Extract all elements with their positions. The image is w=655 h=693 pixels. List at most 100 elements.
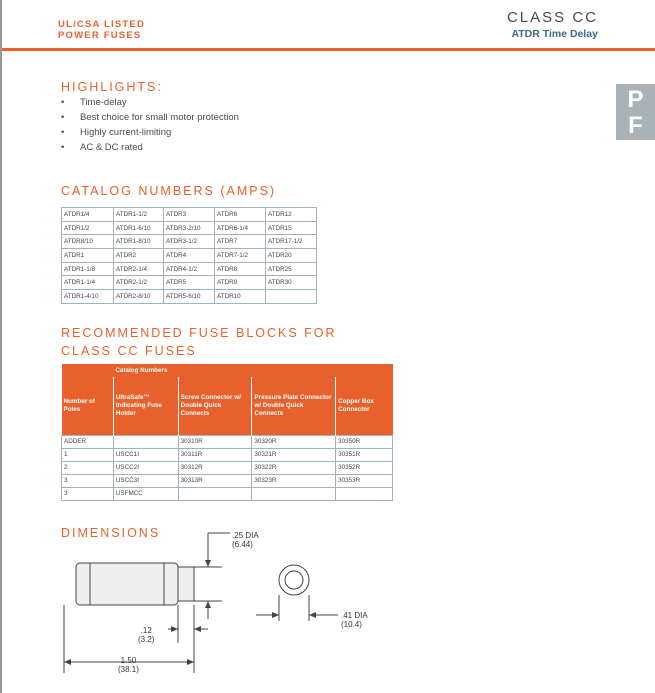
table-cell: ATDR1-1/8 [61, 261, 114, 277]
table-cell: ATDR7 [214, 234, 266, 250]
table-cell [112, 434, 179, 449]
highlight-text: Highly current-limiting [80, 127, 172, 138]
catalog-numbers-group-header: Catalog Numbers [113, 364, 393, 377]
table-cell: USFMCC [112, 486, 179, 501]
dim-cap-length-mm: (3.2) [138, 635, 155, 644]
table-cell: 30313R [177, 473, 253, 488]
table-cell: ATDR2-1/2 [113, 275, 164, 291]
fuse-blocks-title-line2: CLASS CC FUSES [61, 344, 197, 358]
table-cell: ATDR2-8/10 [113, 289, 164, 304]
table-group-header-row: Catalog Numbers [61, 364, 393, 377]
header-left: UL/CSA LISTED POWER FUSES [58, 19, 145, 41]
dim-overall-length-mm: (38.1) [118, 665, 139, 674]
bullet-icon: • [61, 127, 65, 138]
table-cell: ATDR25 [265, 261, 317, 277]
table-cell: 30352R [335, 460, 393, 475]
table-cell: 30323R [251, 473, 337, 488]
table-cell: ATDR2 [113, 248, 164, 263]
table-cell: ATDR1/4 [61, 207, 114, 222]
dim-cap-length-in: .12 [140, 626, 152, 635]
highlights-title: HIGHLIGHTS: [61, 80, 163, 94]
dim-arrow [272, 612, 279, 618]
fuse-dimension-drawing [63, 532, 338, 673]
table-cell: 30350R [335, 434, 393, 449]
table-cell: 30310R [177, 434, 253, 449]
table-cell: ATDR1 [61, 248, 114, 263]
table-cell: ATDR6-1/4 [214, 220, 266, 236]
table-cell: ATDR1-4/10 [61, 289, 114, 304]
dim-small-diameter-mm: (6.44) [232, 540, 253, 549]
table-cell: ATDR1-6/10 [113, 220, 164, 236]
catalog-title: CATALOG NUMBERS (AMPS) [61, 184, 277, 198]
bullet-icon: • [61, 97, 65, 108]
dim-arrow [171, 626, 178, 632]
fuse-body [75, 562, 179, 606]
dim-small-diameter: .25 DIA (6.44) [232, 531, 259, 549]
page-left-edge [0, 0, 2, 693]
fuse-blocks-title-line1: RECOMMENDED FUSE BLOCKS FOR [61, 326, 337, 340]
table-cell: ATDR17-1/2 [265, 234, 317, 250]
dim-large-diameter-mm: (10.4) [341, 620, 362, 629]
table-cell: ATDR4-1/2 [163, 261, 215, 277]
fuse-end-view-outer [278, 564, 310, 596]
table-cell: 30312R [177, 460, 253, 475]
dim-small-diameter-in: .25 DIA [232, 531, 259, 540]
table-cell: ATDR1-1/4 [61, 275, 114, 291]
table-cell: 30311R [177, 447, 253, 462]
highlight-item: •Best choice for small motor protection [61, 112, 261, 123]
table-cell: ATDR10 [214, 289, 266, 304]
section-tab-letter-2: F [628, 112, 643, 139]
highlight-item: • Highly current-limiting [61, 127, 261, 138]
dim-large-diameter-in: .41 DIA [341, 611, 368, 620]
table-cell: ATDR3 [163, 207, 215, 222]
table-cell: 30320R [251, 434, 337, 449]
dim-arrow [309, 612, 316, 618]
highlight-item: • Time-delay [61, 97, 261, 108]
highlights-list: • Time-delay •Best choice for small motor… [61, 97, 261, 157]
table-cell: ATDR7-1/2 [214, 248, 266, 263]
dimensions-title: DIMENSIONS [61, 526, 161, 540]
section-tab-pf[interactable]: P F [616, 84, 655, 140]
highlight-text: Time-delay [80, 97, 127, 108]
table-cell: ATDR9 [214, 275, 266, 291]
table-cell: ATDR8 [214, 261, 266, 277]
column-header: Number of Poles [61, 377, 114, 435]
table-cell: ATDR1/2 [61, 220, 114, 236]
table-cell: ATDR3-1/2 [163, 234, 215, 250]
fuse-terminal-end [177, 566, 195, 602]
table-cell [251, 486, 337, 501]
table-header-cell [61, 364, 114, 377]
dim-arrow [64, 659, 71, 665]
table-cell: USCC1I [112, 447, 179, 462]
dim-arrow [205, 601, 211, 608]
table-cell [177, 486, 253, 501]
header-left-line2: POWER FUSES [58, 30, 142, 41]
column-header: Pressure Plate Connector w/ Double Quick… [251, 377, 336, 435]
highlight-item: •AC & DC rated [61, 142, 261, 153]
header-class-title: CLASS CC [506, 9, 598, 26]
section-tab-letter-1: P [627, 86, 644, 113]
table-cell: ATDR6 [214, 207, 266, 222]
dim-cap-length: .12 (3.2) [138, 626, 154, 644]
table-cell: 3 [61, 486, 114, 501]
table-cell: ATDR1-8/10 [113, 234, 164, 250]
fuse-blocks-table: Catalog Numbers Number of Poles UltraSaf… [61, 364, 393, 501]
table-cell: USCC3I [112, 473, 179, 488]
table-cell [265, 289, 317, 304]
table-cell: ATDR4 [163, 248, 215, 263]
column-header: Copper Box Connector [335, 377, 393, 435]
dim-overall-length: 1.50 (38.1) [118, 656, 139, 674]
table-cell: ATDR1-1/2 [113, 207, 164, 222]
table-header-row: Number of Poles UltraSafe™ Indicating Fu… [61, 377, 393, 435]
table-cell: ATDR5-6/10 [163, 289, 215, 304]
